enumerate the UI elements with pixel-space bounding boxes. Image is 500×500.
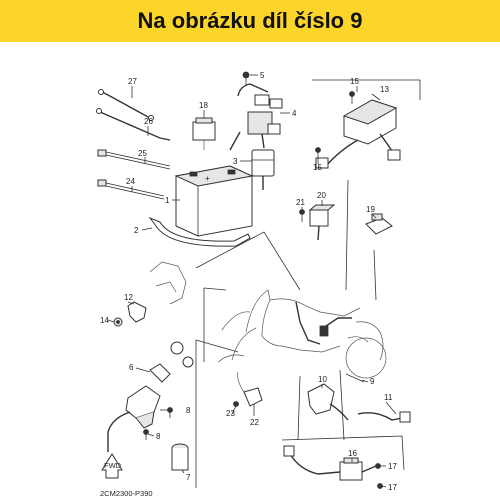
- cable-tie-25: [97, 149, 171, 170]
- connector-16: [339, 457, 377, 481]
- fwd-label: FWD: [104, 461, 122, 470]
- callout-16: 16: [348, 449, 357, 458]
- bracket-bottom-right: [281, 435, 405, 471]
- bolt-15-bottom: [315, 147, 321, 160]
- callout-3: 3: [233, 157, 238, 166]
- starter-relay: [229, 83, 283, 151]
- bolt-21: [299, 209, 305, 222]
- cable-26: [96, 108, 171, 141]
- callout-17-top: 17: [388, 462, 397, 471]
- wire-10: [357, 411, 411, 423]
- cable-27: [98, 89, 154, 121]
- bracket-upper-right2: [373, 249, 377, 301]
- bracket-upper: [195, 231, 301, 291]
- callout-2: 2: [134, 226, 139, 235]
- callout-15-bottom: 15: [313, 163, 322, 172]
- main-switch: [107, 341, 194, 452]
- fwd-arrow: FWD: [101, 453, 123, 479]
- bolt-13: [113, 317, 123, 327]
- callout-6: 6: [129, 363, 134, 372]
- motorcycle-outline: [217, 289, 387, 379]
- wire-harness-lower: [283, 445, 341, 475]
- battery-plus-sign: +: [205, 174, 210, 183]
- cap-7: [171, 443, 189, 471]
- callout-18: 18: [199, 101, 208, 110]
- callout-15-top: 15: [350, 77, 359, 86]
- callout-7: 7: [186, 473, 191, 482]
- callout-22: 22: [250, 418, 259, 427]
- bracket-lower-mid: [297, 375, 301, 441]
- bracket-left-mid2: [203, 287, 227, 291]
- bolt-17-top: [375, 463, 381, 469]
- callout-26: 26: [144, 117, 153, 126]
- sensor-11: [307, 383, 349, 421]
- bolt-8-left: [143, 429, 149, 440]
- callout-20: 20: [317, 191, 326, 200]
- frame-sketch: [149, 261, 187, 305]
- bolt-5: [242, 71, 250, 86]
- part-9: [345, 373, 365, 383]
- module-14-frame: [312, 79, 421, 100]
- callout-25: 25: [138, 149, 147, 158]
- callout-1: 1: [165, 196, 170, 205]
- callout-14: 13: [380, 85, 389, 94]
- leader-lines: [107, 74, 397, 488]
- diagram-code: 2CM2300-P390: [100, 489, 153, 498]
- bolt-23: [233, 401, 239, 407]
- callout-5: 5: [260, 71, 265, 80]
- callout-9: 9: [370, 377, 375, 386]
- callout-13: 14: [100, 316, 109, 325]
- bracket-lower-mid2: [339, 369, 345, 441]
- bolt-15-top: [349, 91, 355, 104]
- bracket-12: [127, 301, 147, 323]
- bolt-17-bottom: [377, 483, 383, 489]
- bracket-22: [237, 371, 263, 407]
- battery: +: [174, 165, 254, 237]
- callout-11: 10: [318, 375, 327, 384]
- title-banner: Na obrázku díl číslo 9: [0, 0, 500, 42]
- callout-21: 21: [296, 198, 305, 207]
- callout-23: 23: [226, 409, 235, 418]
- callout-12: 12: [124, 293, 133, 302]
- callout-24: 24: [126, 177, 135, 186]
- callout-4: 4: [292, 109, 297, 118]
- callout-27: 27: [128, 77, 137, 86]
- battery-band: [148, 216, 251, 247]
- banner-title: Na obrázku díl číslo 9: [137, 8, 363, 33]
- relay-18: [192, 117, 216, 150]
- callout-labels: 27 26 25 24 1 2 3 4 5 18 15 13 15 20 21 …: [100, 71, 397, 492]
- module-14: [315, 99, 401, 169]
- sensor-19: [365, 213, 393, 235]
- callout-10: 11: [384, 393, 393, 402]
- callout-8-left: 8: [156, 432, 161, 441]
- bolt-8-right: [167, 407, 173, 418]
- cable-tie-24: [97, 179, 165, 200]
- callout-8-right: 8: [186, 406, 191, 415]
- bracket-upper-right: [345, 179, 349, 291]
- callout-19: 19: [366, 205, 375, 214]
- bracket-left-low2: [195, 339, 239, 353]
- component-20: [308, 204, 336, 241]
- callout-17-bottom: 17: [388, 483, 397, 492]
- fuse-holder: [251, 149, 275, 190]
